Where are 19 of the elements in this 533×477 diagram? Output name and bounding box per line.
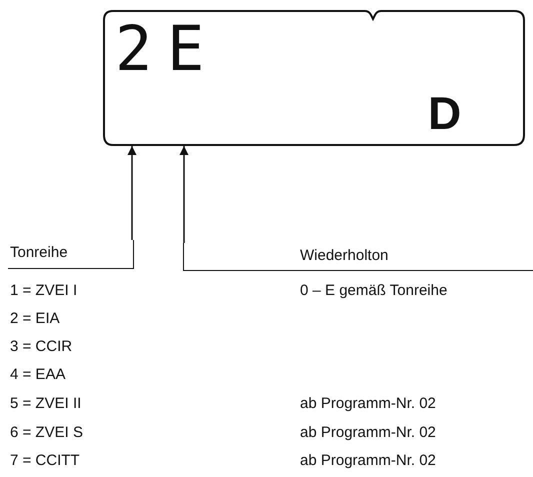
- leader-arrow: [180, 146, 188, 243]
- list-item: 5 = ZVEI II: [10, 395, 82, 413]
- note: ab Programm-Nr. 02: [300, 424, 436, 442]
- list-item: 2 = EIA: [10, 310, 60, 328]
- list-item: 4 = EAA: [10, 366, 66, 384]
- list-item: 1 = ZVEI I: [10, 282, 78, 300]
- note: ab Programm-Nr. 02: [300, 452, 436, 470]
- leader-arrow: [128, 146, 136, 240]
- display-letter: D: [428, 88, 462, 138]
- note: ab Programm-Nr. 02: [300, 395, 436, 413]
- display-digit: 2: [115, 16, 152, 82]
- list-item: 7 = CCITT: [10, 452, 80, 470]
- heading-label: Tonreihe: [10, 244, 68, 261]
- display-digit: E: [167, 16, 204, 82]
- list-item: 6 = ZVEI S: [10, 424, 83, 442]
- note: 0 – E gemäß Tonreihe: [300, 282, 448, 300]
- lcd-display: [103, 10, 525, 146]
- heading-label: Wiederholton: [300, 247, 388, 264]
- list-item: 3 = CCIR: [10, 338, 72, 356]
